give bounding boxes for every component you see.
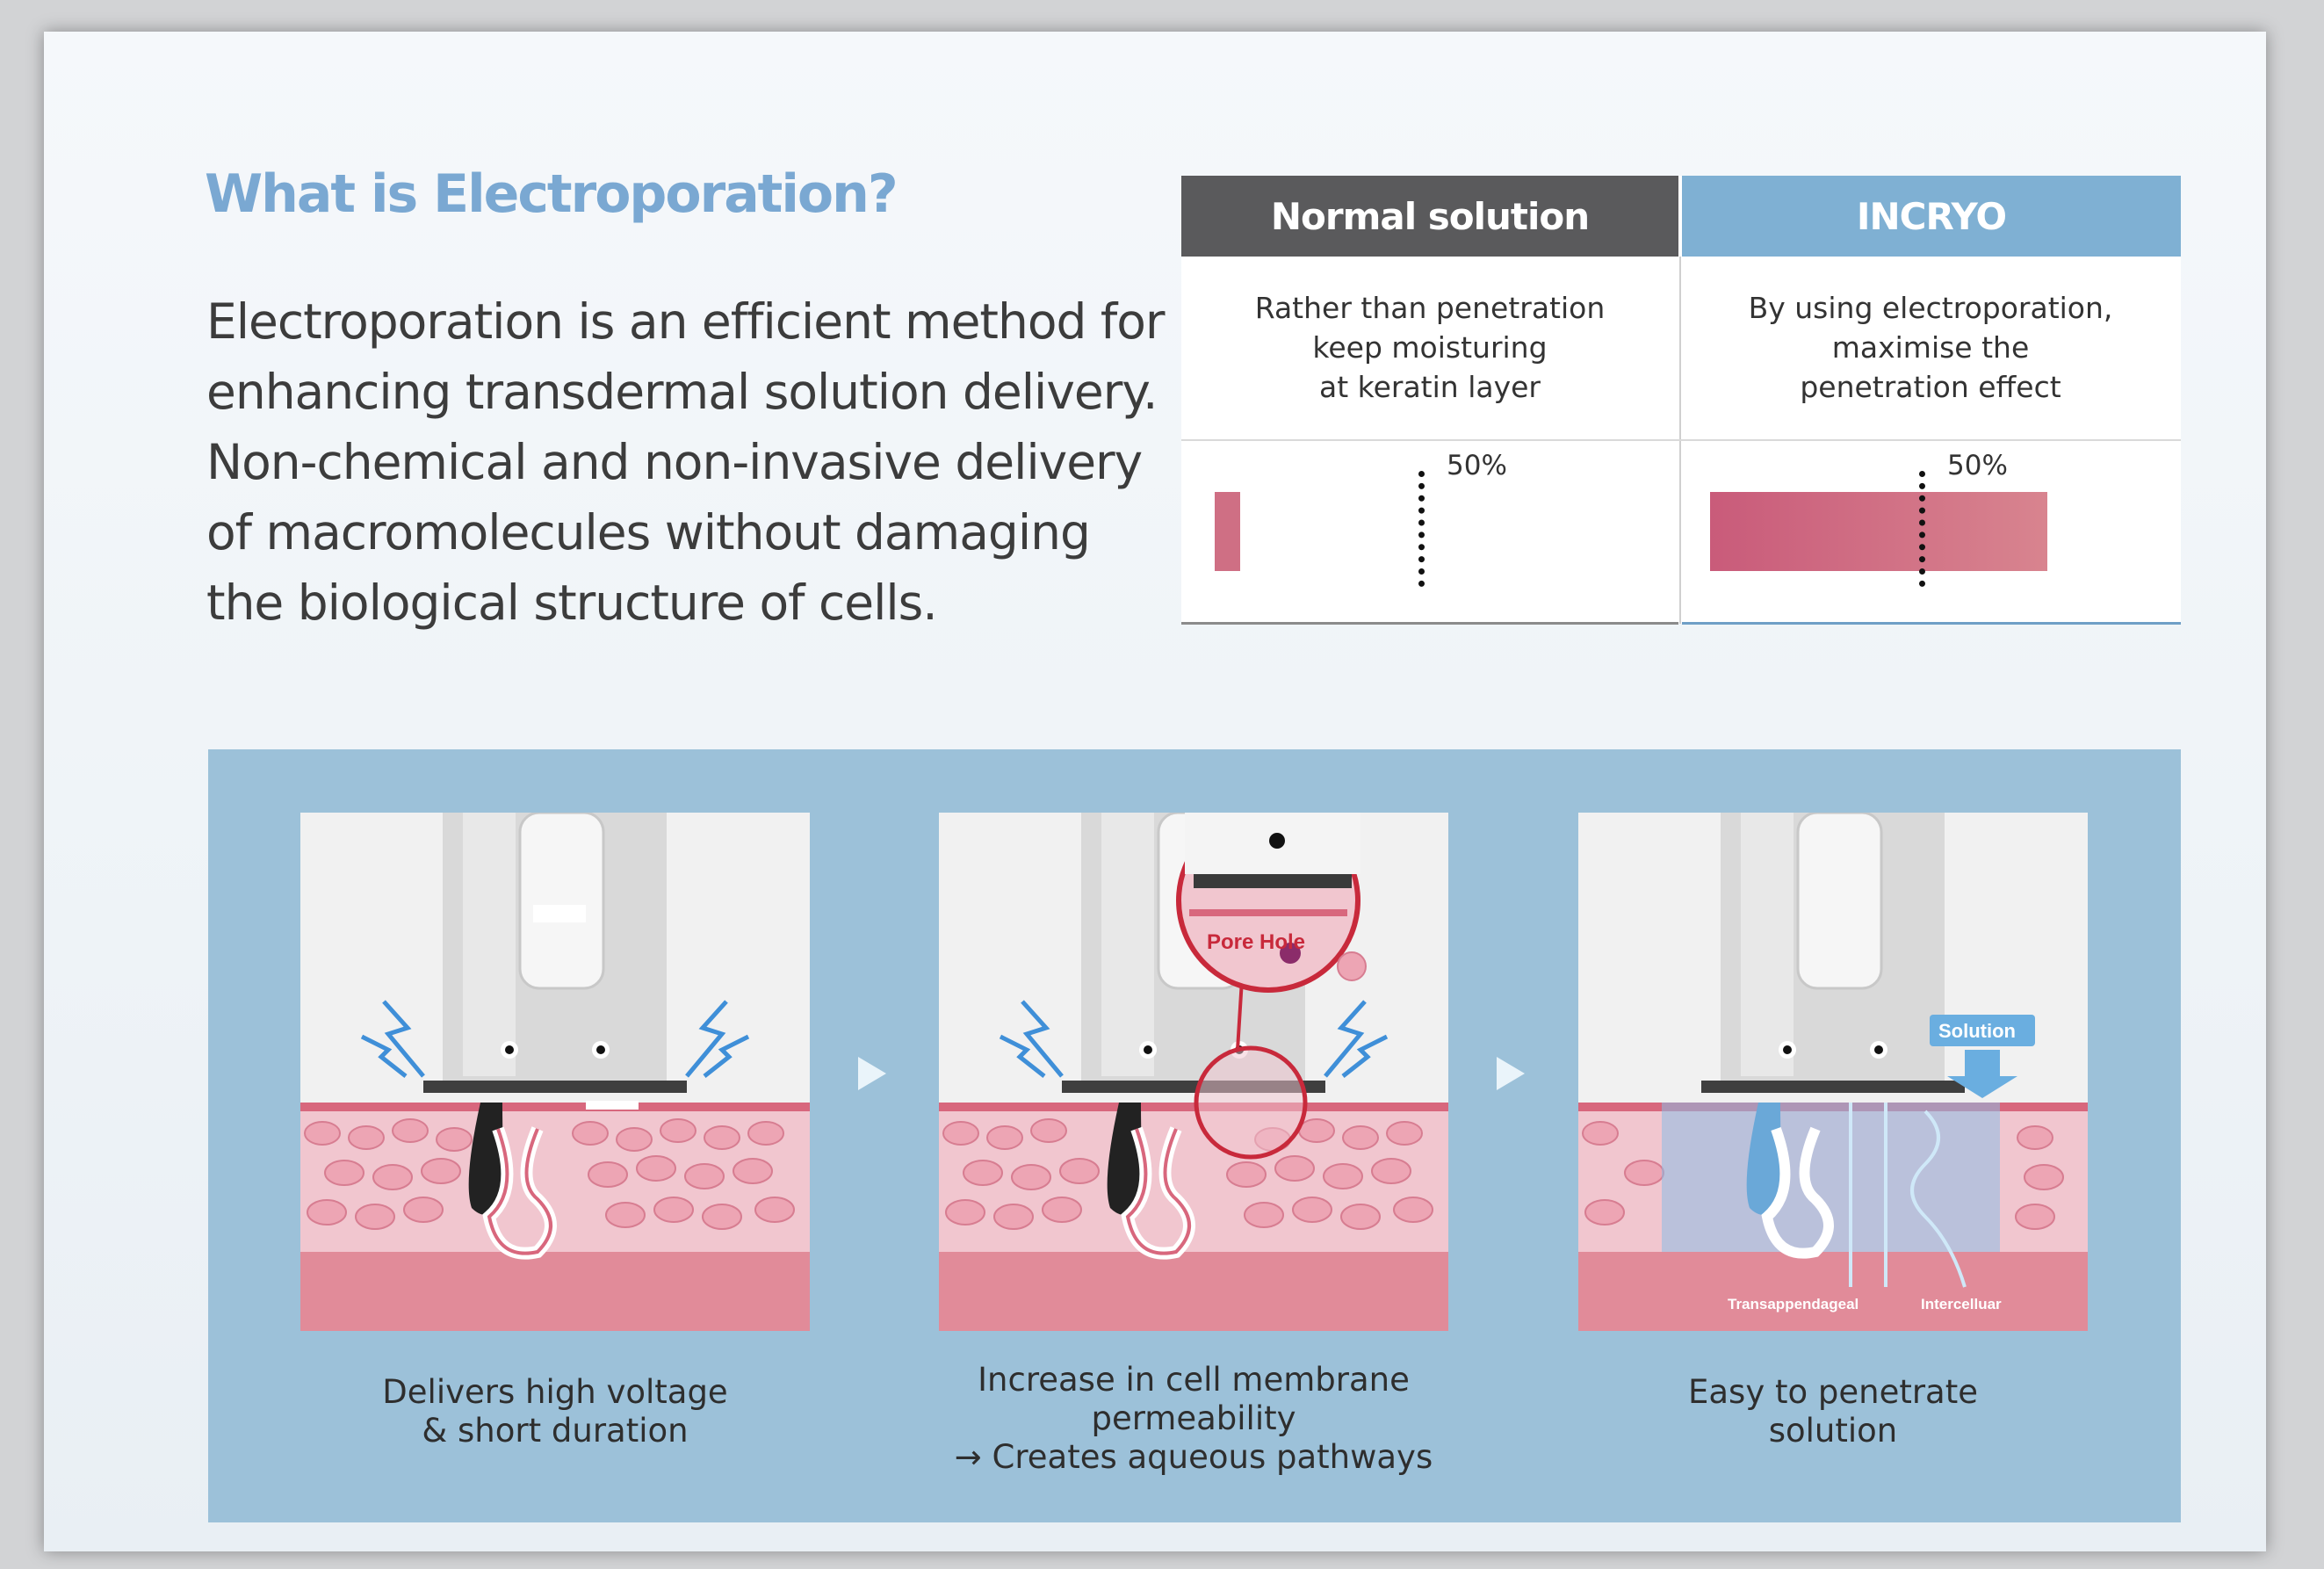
hair-follicle-icon xyxy=(1107,1103,1195,1260)
document-card: What is Electroporation? Electroporation… xyxy=(44,32,2266,1551)
caption-line: permeability xyxy=(1091,1399,1296,1437)
comparison-table: Normal solution INCRYO Rather than penet… xyxy=(1181,176,2181,625)
step-3-caption: Easy to penetrate solution xyxy=(1526,1373,2140,1450)
lightning-icon xyxy=(360,1000,750,1078)
normal-penetration-track xyxy=(1215,492,1636,571)
solution-arrow-icon xyxy=(1930,1015,2035,1098)
step-arrow-icon xyxy=(1497,1057,1525,1090)
step-1-caption: Delivers high voltage & short duration xyxy=(248,1373,862,1450)
normal-description: Rather than penetration keep moisturing … xyxy=(1181,288,1678,407)
description-line: at keratin layer xyxy=(1319,370,1541,404)
incryo-description: By using electroporation, maximise the p… xyxy=(1682,288,2179,407)
step-1-illustration xyxy=(300,813,810,1331)
caption-line: & short duration xyxy=(422,1412,689,1450)
transappendageal-label: Transappendageal xyxy=(1728,1296,1858,1312)
hair-follicle-icon xyxy=(1746,1103,1834,1259)
skin-cells-pattern xyxy=(1582,1121,2064,1230)
normal-50-percent-marker xyxy=(1418,471,1425,587)
incryo-50-percent-label: 50% xyxy=(1947,450,2008,481)
step-2-caption: Increase in cell membrane permeability →… xyxy=(886,1361,1501,1477)
pore-hole-label: Pore Hole xyxy=(1207,930,1305,954)
skin-cells-pattern xyxy=(304,1118,795,1230)
caption-line: Easy to penetrate xyxy=(1687,1373,1979,1411)
intro-line: enhancing transdermal solution delivery. xyxy=(206,364,1158,420)
pathway-arrows-icon xyxy=(1849,1103,1967,1288)
device-icon xyxy=(423,813,687,1093)
intro-paragraph: Electroporation is an efficient method f… xyxy=(206,286,1166,638)
skin-cells-pattern xyxy=(942,1118,1433,1230)
normal-bottom-rule xyxy=(1181,622,1678,625)
solution-label: Solution xyxy=(1938,1020,2016,1042)
description-line: maximise the xyxy=(1831,330,2030,365)
description-line: penetration effect xyxy=(1800,370,2061,404)
device-icon xyxy=(1701,813,1965,1093)
incryo-50-percent-marker xyxy=(1919,471,1925,587)
description-line: keep moisturing xyxy=(1312,330,1548,365)
normal-50-percent-label: 50% xyxy=(1447,450,1507,481)
incryo-header: INCRYO xyxy=(1682,176,2181,257)
incryo-bottom-rule xyxy=(1682,622,2181,625)
step-3-illustration: Solution Transappendageal Intercelluar xyxy=(1578,813,2088,1331)
lightning-icon xyxy=(999,1000,1389,1078)
step-arrow-icon xyxy=(858,1057,886,1090)
magnifier-callout-icon xyxy=(1176,813,1367,1160)
intercelluar-label: Intercelluar xyxy=(1921,1296,2002,1312)
row-divider xyxy=(1181,439,2181,441)
caption-line: → Creates aqueous pathways xyxy=(954,1438,1433,1476)
hair-follicle-icon xyxy=(468,1103,557,1260)
intro-line: Electroporation is an efficient method f… xyxy=(206,293,1166,350)
incryo-penetration-bar xyxy=(1710,492,2047,571)
process-band: Pore Hole xyxy=(208,749,2181,1522)
caption-line: solution xyxy=(1768,1412,1898,1450)
caption-line: Delivers high voltage xyxy=(382,1373,728,1411)
incryo-penetration-track xyxy=(1710,492,2132,571)
description-line: Rather than penetration xyxy=(1254,291,1606,325)
page-title: What is Electroporation? xyxy=(205,163,899,225)
step-2-illustration: Pore Hole xyxy=(939,813,1448,1331)
normal-penetration-bar xyxy=(1215,492,1240,571)
intro-line: Non-chemical and non-invasive delivery xyxy=(206,434,1143,490)
normal-solution-header: Normal solution xyxy=(1181,176,1678,257)
intro-line: of macromolecules without damaging xyxy=(206,504,1091,560)
description-line: By using electroporation, xyxy=(1748,291,2113,325)
intro-line: the biological structure of cells. xyxy=(206,575,938,631)
caption-line: Increase in cell membrane xyxy=(978,1361,1410,1399)
